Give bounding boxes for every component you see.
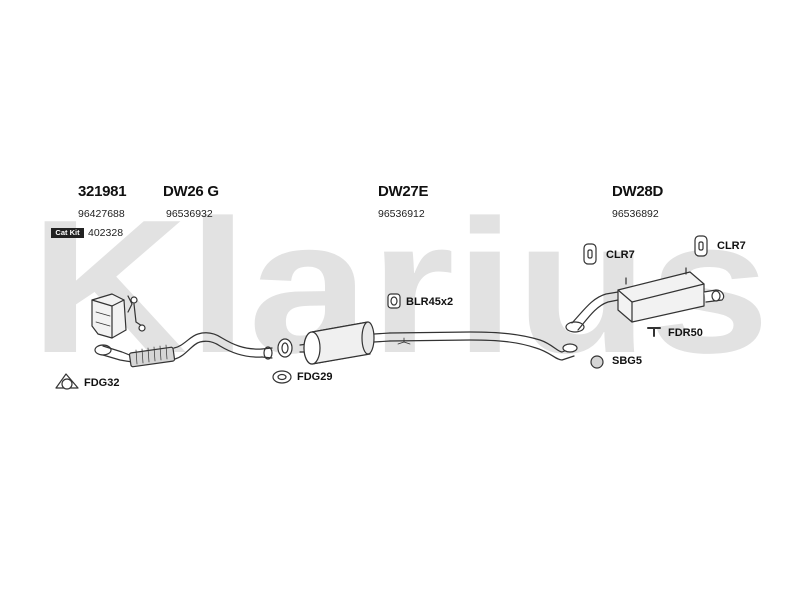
label-clr7-b: CLR7: [717, 240, 746, 252]
centre-silencer: [299, 321, 391, 365]
section-code-centre-box: DW27E: [378, 183, 429, 200]
pipe-clamp: [277, 338, 293, 358]
catalytic-converter: [91, 293, 146, 339]
label-clr7-a: CLR7: [606, 249, 635, 261]
front-pipe: [94, 332, 273, 368]
seal-sbg5-drawing: [590, 355, 604, 369]
label-sbg5: SBG5: [612, 355, 642, 367]
section-part-number-centre-box: 96536912: [378, 208, 425, 220]
rubber-clr7-a-drawing: [583, 243, 597, 265]
catkit-number: 402328: [88, 227, 124, 239]
section-part-number-front-pipe: 96536932: [166, 208, 213, 220]
section-code-rear-box: DW28D: [612, 183, 664, 200]
label-fdg32: FDG32: [84, 377, 120, 389]
section-part-number-rear-box: 96536892: [612, 208, 659, 220]
label-fdr50: FDR50: [668, 327, 703, 339]
label-blr45x2: BLR45x2: [406, 296, 454, 308]
section-code-cat: 321981: [78, 183, 127, 200]
catkit-badge: Cat Kit: [51, 228, 84, 238]
intermediate-pipe: [389, 331, 578, 361]
section-part-number-cat: 96427688: [78, 208, 125, 220]
gasket-fdg29-drawing: [272, 370, 292, 384]
rear-silencer: [565, 267, 725, 333]
gasket-fdg32-drawing: [55, 373, 79, 390]
rubber-clr7-b-drawing: [694, 235, 708, 257]
section-code-front-pipe: DW26 G: [163, 183, 219, 200]
rubber-blr-drawing: [387, 293, 401, 309]
label-fdg29: FDG29: [297, 371, 333, 383]
bolt-fdr50-drawing: [647, 327, 661, 337]
